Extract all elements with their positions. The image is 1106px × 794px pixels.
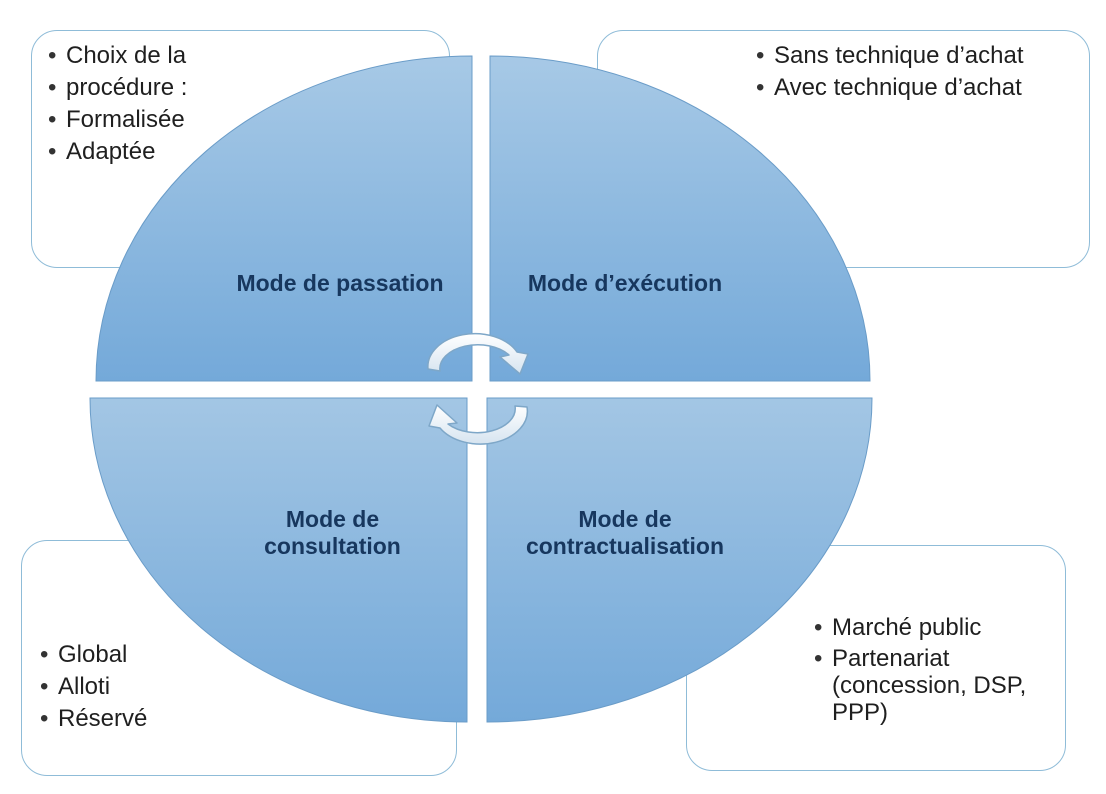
list-item: Marché public [804, 614, 1047, 641]
contractualisation-list: Marché public Partenariat (concession, D… [804, 614, 1047, 730]
title-line: contractualisation [525, 533, 725, 559]
title-consultation: Mode de consultation [195, 506, 470, 560]
quadrant-contractualisation [486, 397, 873, 723]
list-item: Global [30, 641, 147, 669]
quadrant-consultation [89, 397, 468, 723]
title-line: Mode de [578, 506, 672, 532]
title-passation: Mode de passation [236, 270, 444, 296]
list-item: Réservé [30, 705, 147, 733]
quadrant-passation [95, 55, 473, 382]
title-line: Mode de [285, 506, 380, 532]
title-execution: Mode d’exécution [527, 270, 723, 296]
list-item: Avec technique d’achat [746, 74, 1024, 102]
title-contractualisation: Mode de contractualisation [485, 506, 765, 560]
cycle-arrow-bottom-icon [428, 404, 529, 445]
list-item: procédure : [38, 74, 187, 102]
consultation-list: Global Alloti Réservé [30, 641, 147, 737]
cycle-arrow-top-icon [427, 332, 529, 375]
list-item: Choix de la [38, 42, 187, 70]
quadrant-execution [489, 55, 871, 382]
list-item: Partenariat (concession, DSP, PPP) [804, 645, 1047, 726]
list-item: Adaptée [38, 138, 187, 166]
list-item: Alloti [30, 673, 147, 701]
execution-list: Sans technique d’achat Avec technique d’… [746, 42, 1024, 106]
passation-list: Choix de la procédure : Formalisée Adapt… [38, 42, 187, 170]
list-item: Sans technique d’achat [746, 42, 1024, 70]
title-line: consultation [264, 533, 401, 559]
list-item: Formalisée [38, 106, 187, 134]
